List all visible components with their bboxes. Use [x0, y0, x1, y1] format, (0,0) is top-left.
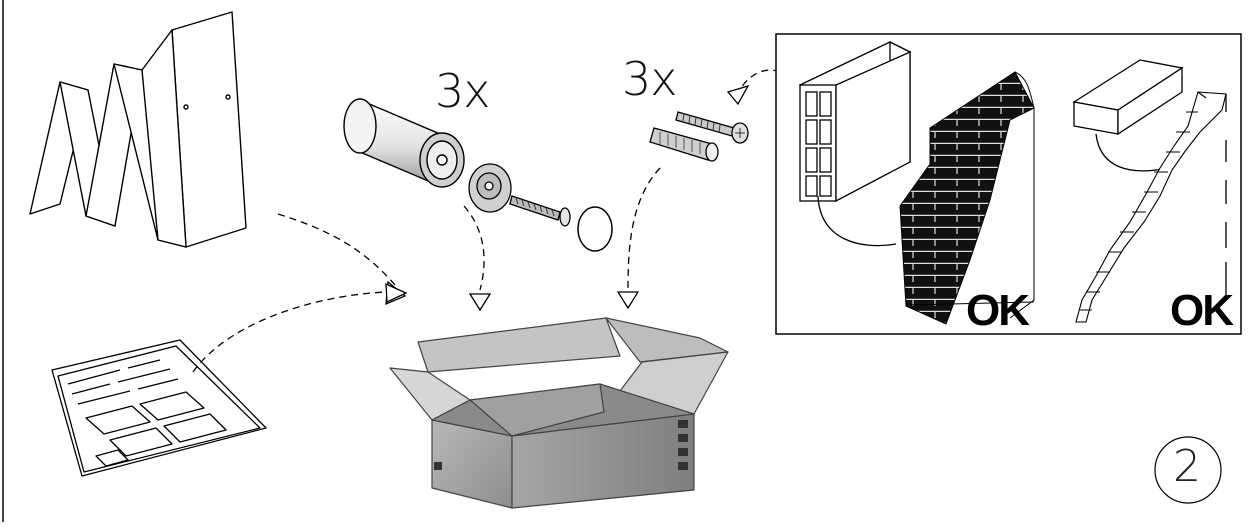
cardboard-box-icon	[389, 317, 729, 509]
washer-icon	[468, 163, 512, 213]
hollow-brick-wall-section	[899, 71, 1035, 325]
folded-leaflet-icon	[29, 11, 247, 248]
long-screw-icon	[509, 195, 571, 227]
wall-plug-icon	[649, 127, 719, 162]
screw-icon	[675, 111, 749, 144]
hollow-brick-icon	[798, 40, 912, 247]
wall-anchor-cylinder-icon	[343, 98, 465, 188]
arrowheads	[385, 84, 750, 312]
anchors-quantity-label: 3x	[435, 64, 490, 118]
instruction-sheet-icon	[51, 339, 267, 477]
step-number: 2	[1173, 441, 1201, 492]
solid-brick-wall-section	[1075, 91, 1227, 323]
hollow-brick-ok-label: OK	[966, 286, 1030, 335]
solid-brick-ok-label: OK	[1170, 286, 1234, 335]
screws-quantity-label: 3x	[622, 52, 677, 106]
cover-cap-icon	[577, 206, 613, 252]
step-number-circle	[1154, 436, 1222, 504]
solid-brick-icon	[1072, 59, 1184, 172]
